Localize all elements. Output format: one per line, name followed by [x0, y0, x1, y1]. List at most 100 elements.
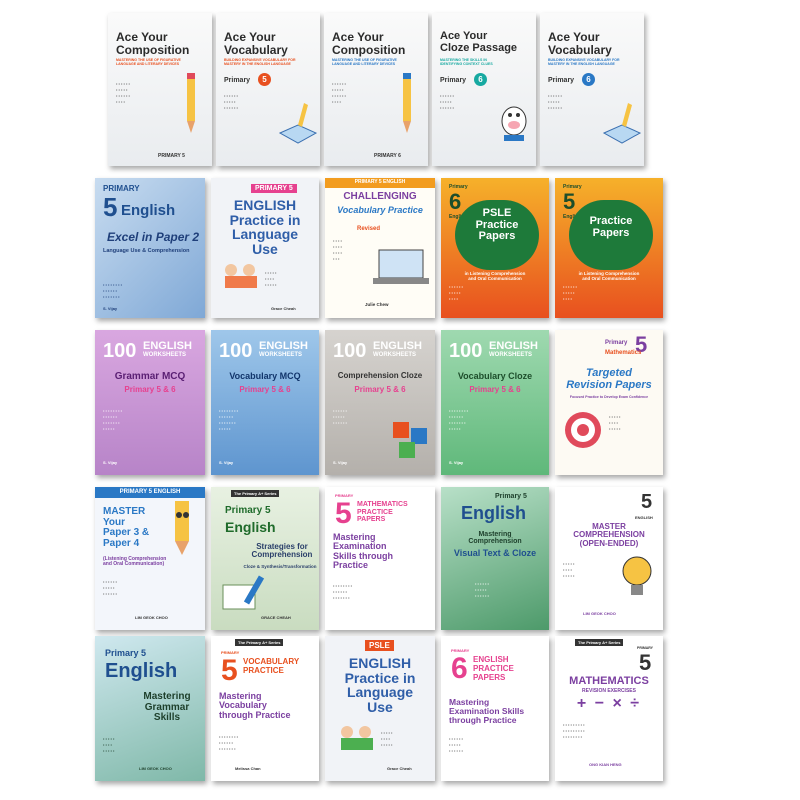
book-ace-cloze-p6[interactable]: Ace Your Cloze Passage MASTERING THE SKI… — [432, 13, 536, 166]
book-blurb: • • • • • • • •• • • • • •• • • • • • • — [219, 734, 238, 751]
book-heading2: WORKSHEETS — [489, 352, 533, 358]
level-badge: 6 — [582, 73, 595, 86]
book-blurb: • • • • • •• • • • •• • • • • •• • • • — [332, 81, 346, 104]
book-master-comprehension-open-ended[interactable]: 5 ENGLISH MASTER COMPREHENSION (OPEN-END… — [555, 487, 663, 630]
book-title: Vocabulary Practice — [337, 205, 423, 215]
book-100-vocabulary-cloze[interactable]: 100 ENGLISH WORKSHEETS Vocabulary Cloze … — [441, 330, 549, 475]
revised-badge: Revised — [357, 226, 381, 232]
book-challenging-vocabulary[interactable]: PRIMARY 5 ENGLISH CHALLENGING Vocabulary… — [325, 178, 435, 318]
book-blurb: • • • • • • • •• • • • • •• • • • • • • — [333, 583, 352, 600]
book-title: Mastering Comprehension — [468, 531, 522, 546]
book-level: PRIMARY 6 — [374, 153, 401, 159]
book-blurb: • • • • • •• • • • •• • • • • • — [103, 579, 117, 596]
series-label: The Primary A+ Series — [575, 639, 624, 646]
book-subtitle: REVISION EXERCISES — [582, 688, 636, 694]
book-primary: Primary 5 — [225, 505, 271, 516]
book-heading2: WORKSHEETS — [373, 352, 417, 358]
book-blurb: • • • • • •• • • • •• • • • • • — [224, 93, 238, 110]
book-level-number: 6 — [451, 652, 468, 685]
book-ace-composition-p5[interactable]: Ace Your Composition MASTERING THE USE O… — [108, 13, 212, 166]
book-title: PSLE Practice Papers — [475, 207, 519, 243]
book-heading: ENGLISH PRACTICE PAPERS — [473, 655, 514, 682]
book-primary: PRIMARY — [451, 648, 470, 653]
book-practice-language-use-p5[interactable]: PRIMARY 5 ENGLISH Practice in Language U… — [211, 178, 319, 318]
book-primary: PRIMARY — [221, 650, 240, 655]
book-title: MASTER Your Paper 3 & Paper 4 — [103, 506, 150, 549]
book-primary: Primary — [449, 184, 468, 190]
book-english-practice-papers-p6[interactable]: PRIMARY 6 ENGLISH PRACTICE PAPERS Master… — [441, 636, 549, 781]
book-subtitle: Language Use & Comprehension — [103, 248, 190, 254]
book-author: Melissa Chan — [235, 766, 261, 771]
book-subtitle: in Listening Comprehension and Oral Comm… — [578, 271, 640, 281]
book-level: Primary 5 & 6 — [469, 385, 521, 394]
book-subtitle: in Listening Comprehension and Oral Comm… — [464, 271, 526, 281]
book-psle-practice-papers[interactable]: Primary 6 English PSLE Practice Papers i… — [441, 178, 549, 318]
book-ace-vocabulary-p6[interactable]: Ace Your Vocabulary BUILDING EXPANSIVE V… — [540, 13, 644, 166]
book-subject: ENGLISH — [635, 515, 653, 520]
book-blurb: • • • • • •• • • • •• • • • — [563, 284, 577, 301]
book-blurb: • • • • • •• • • • •• • • • • • — [475, 581, 489, 598]
book-title: Comprehension Cloze — [337, 371, 423, 380]
book-blurb: • • • • • • • •• • • • • •• • • • • • ••… — [103, 408, 122, 431]
book-blurb: • • • • •• • • •• • • • • — [563, 561, 575, 578]
book-blurb: • • • • • •• • • • •• • • • • • — [440, 93, 454, 110]
book-subtitle: BUILDING EXPANSIVE VOCABULARY FOR MASTER… — [224, 58, 296, 66]
book-level-word: Primary — [224, 77, 251, 84]
book-primary: PRIMARY — [637, 646, 654, 650]
psle-badge: PSLE — [365, 640, 394, 651]
book-subject: English — [225, 519, 276, 535]
book-author: Grace Cheah — [387, 766, 412, 771]
book-primary: Primary — [563, 184, 582, 190]
book-heading: VOCABULARY PRACTICE — [243, 657, 300, 675]
book-mathematics-revision-exercises[interactable]: The Primary A+ Series PRIMARY 5 MATHEMAT… — [555, 636, 663, 781]
book-icon — [278, 103, 318, 144]
book-author: S. Vijay — [103, 460, 118, 465]
book-title: Ace Your Cloze Passage — [440, 30, 518, 54]
book-ace-composition-p6[interactable]: Ace Your Composition MASTERING THE USE O… — [324, 13, 428, 166]
book-author: LIM GEOK CHOO — [135, 615, 168, 620]
book-blurb: • • • •• • • •• • • •• • • — [333, 238, 342, 261]
book-title: Vocabulary MCQ — [229, 371, 301, 381]
book-blurb: • • • • •• • • •• • • • • — [609, 414, 621, 431]
book-title: MASTER COMPREHENSION (OPEN-ENDED) — [573, 522, 645, 548]
book-title: ENGLISH Practice in Language Use — [344, 655, 416, 716]
book-number: 100 — [103, 340, 137, 362]
series-label: The Primary A+ Series — [231, 490, 280, 497]
book-blurb: • • • • •• • • •• • • • • — [103, 736, 115, 753]
book-psle-practice-language-use[interactable]: PSLE ENGLISH Practice in Language Use • … — [325, 636, 435, 781]
book-strategies-comprehension[interactable]: The Primary A+ Series Primary 5 English … — [211, 487, 319, 630]
title-circle — [569, 200, 653, 270]
book-targeted-revision-papers[interactable]: Primary 5 Mathematics Targeted Revision … — [555, 330, 663, 475]
book-excel-paper2[interactable]: PRIMARY 5 English Excel in Paper 2 Langu… — [95, 178, 205, 318]
book-author: S. Vijay — [333, 460, 348, 465]
book-100-grammar-mcq[interactable]: 100 ENGLISH WORKSHEETS Grammar MCQ Prima… — [95, 330, 205, 475]
book-title: ENGLISH Practice in Language Use — [229, 197, 301, 258]
book-blurb: • • • • • •• • • • •• • • • — [449, 284, 463, 301]
book-level-number: 5 — [641, 491, 653, 513]
lightbulb-icon — [622, 556, 652, 595]
book-practice-papers-p5[interactable]: Primary 5 English Practice Papers in Lis… — [555, 178, 663, 318]
cow-mascot-icon — [501, 106, 527, 141]
book-100-vocabulary-mcq[interactable]: 100 ENGLISH WORKSHEETS Vocabulary MCQ Pr… — [211, 330, 319, 475]
book-master-paper3-paper4[interactable]: PRIMARY 5 ENGLISH MASTER Your Paper 3 & … — [95, 487, 205, 630]
book-mastering-comprehension-p5[interactable]: Primary 5 English Mastering Comprehensio… — [441, 487, 549, 630]
book-ace-vocabulary-p5[interactable]: Ace Your Vocabulary BUILDING EXPANSIVE V… — [216, 13, 320, 166]
book-blurb: • • • • •• • • •• • • • • — [265, 270, 277, 287]
book-vocabulary-practice-p5[interactable]: The Primary A+ Series PRIMARY 5 VOCABULA… — [211, 636, 319, 781]
book-subject: English — [105, 660, 178, 682]
math-operators-icon: + − × ÷ — [576, 695, 642, 712]
book-author: S. Vijay — [103, 306, 118, 311]
book-number: 100 — [219, 340, 253, 362]
book-level-number: 5 — [563, 189, 576, 214]
book-level-number: 5 — [335, 497, 352, 530]
book-100-comprehension-cloze[interactable]: 100 ENGLISH WORKSHEETS Comprehension Clo… — [325, 330, 435, 475]
book-primary: PRIMARY — [103, 184, 140, 193]
book-heading2: WORKSHEETS — [143, 352, 187, 358]
book-title: Mastering Grammar Skills — [143, 691, 191, 723]
book-title: Grammar MCQ — [114, 371, 186, 382]
book-subtitle: (Listening Comprehension and Oral Commun… — [103, 556, 167, 568]
book-blurb: • • • • • •• • • • •• • • • • • — [333, 408, 347, 425]
book-mastering-grammar-p5[interactable]: Primary 5 English Mastering Grammar Skil… — [95, 636, 205, 781]
book-maths-practice-papers-p5[interactable]: PRIMARY 5 MATHEMATICS PRACTICE PAPERS Ma… — [325, 487, 435, 630]
book-primary: Primary — [605, 340, 628, 346]
